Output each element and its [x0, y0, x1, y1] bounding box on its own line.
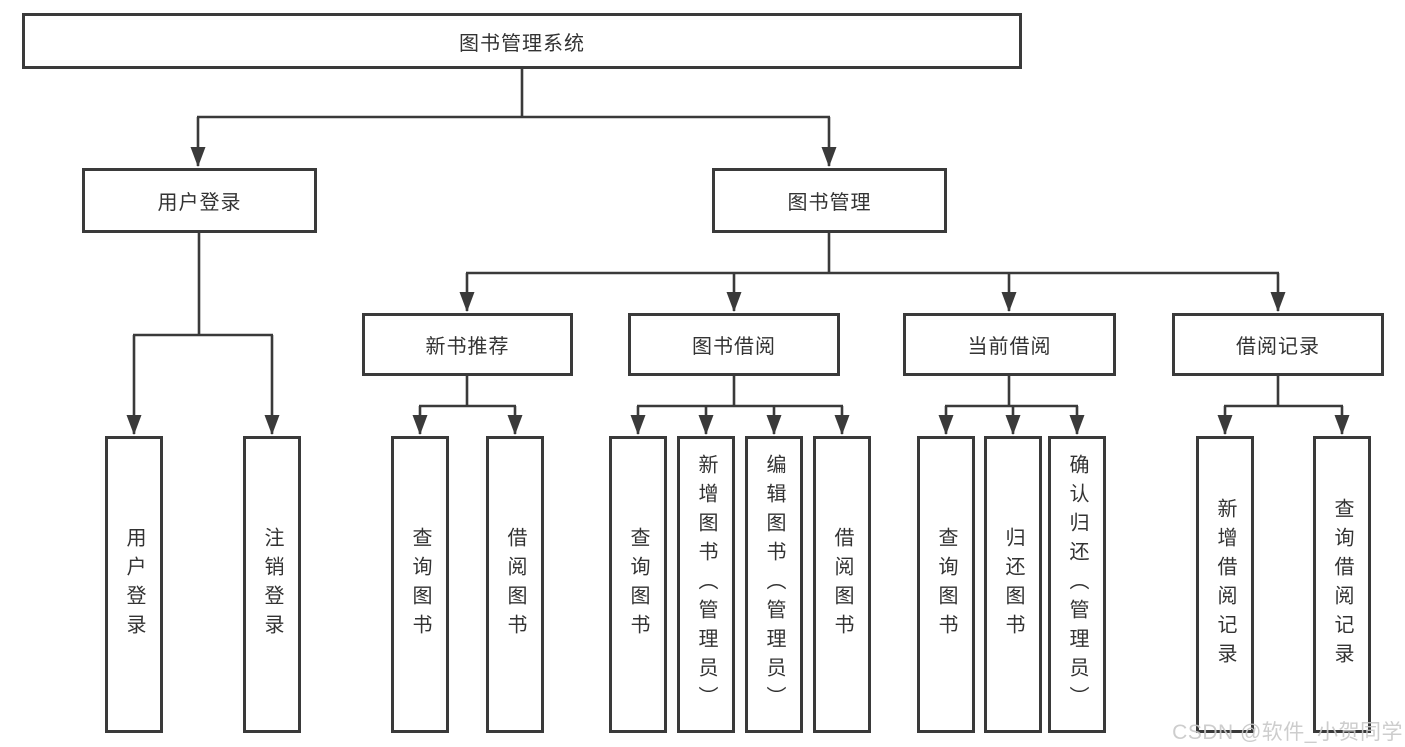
leaf-label: 编辑图书（管理员） [763, 454, 785, 715]
leaf-query-borrow-record: 查询借阅记录 [1313, 436, 1371, 733]
node-label: 新书推荐 [425, 336, 510, 358]
leaf-edit-books-admin: 编辑图书（管理员） [745, 436, 803, 733]
node-label: 借阅记录 [1236, 336, 1320, 358]
leaf-add-books-admin: 新增图书（管理员） [677, 436, 735, 733]
leaf-label: 查询图书 [627, 526, 649, 643]
leaf-return-books: 归还图书 [984, 436, 1042, 733]
leaf-label: 注销登录 [261, 526, 283, 643]
leaf-label: 新增图书（管理员） [695, 454, 717, 715]
leaf-label: 用户登录 [123, 526, 145, 643]
node-current-borrow: 当前借阅 [903, 313, 1116, 376]
leaf-borrow-books: 借阅图书 [813, 436, 871, 733]
leaf-label: 确认归还（管理员） [1066, 454, 1088, 715]
leaf-query-books: 查询图书 [609, 436, 667, 733]
node-label: 图书借阅 [692, 336, 776, 358]
leaf-borrow-books: 借阅图书 [486, 436, 544, 733]
leaf-label: 查询图书 [409, 526, 431, 643]
leaf-user-login: 用户登录 [105, 436, 163, 733]
leaf-label: 查询借阅记录 [1331, 497, 1353, 672]
leaf-logout: 注销登录 [243, 436, 301, 733]
leaf-query-books: 查询图书 [391, 436, 449, 733]
node-label: 用户登录 [157, 192, 242, 214]
csdn-watermark: CSDN @软件_小贺同学 [1172, 721, 1403, 744]
node-label: 图书管理 [787, 192, 872, 214]
leaf-query-books: 查询图书 [917, 436, 975, 733]
node-borrow-records: 借阅记录 [1172, 313, 1384, 376]
leaf-confirm-return-admin: 确认归还（管理员） [1048, 436, 1106, 733]
node-new-book-recommend: 新书推荐 [362, 313, 573, 376]
node-book-borrow: 图书借阅 [628, 313, 840, 376]
leaf-label: 归还图书 [1002, 526, 1024, 643]
node-book-management: 图书管理 [712, 168, 947, 233]
node-label: 图书管理系统 [459, 32, 585, 55]
leaf-label: 查询图书 [935, 526, 957, 643]
node-library-management-system: 图书管理系统 [22, 13, 1022, 69]
leaf-add-borrow-record: 新增借阅记录 [1196, 436, 1254, 733]
node-user-login: 用户登录 [82, 168, 317, 233]
leaf-label: 借阅图书 [504, 526, 526, 643]
leaf-label: 借阅图书 [831, 526, 853, 643]
leaf-label: 新增借阅记录 [1214, 497, 1236, 672]
node-label: 当前借阅 [967, 336, 1052, 358]
